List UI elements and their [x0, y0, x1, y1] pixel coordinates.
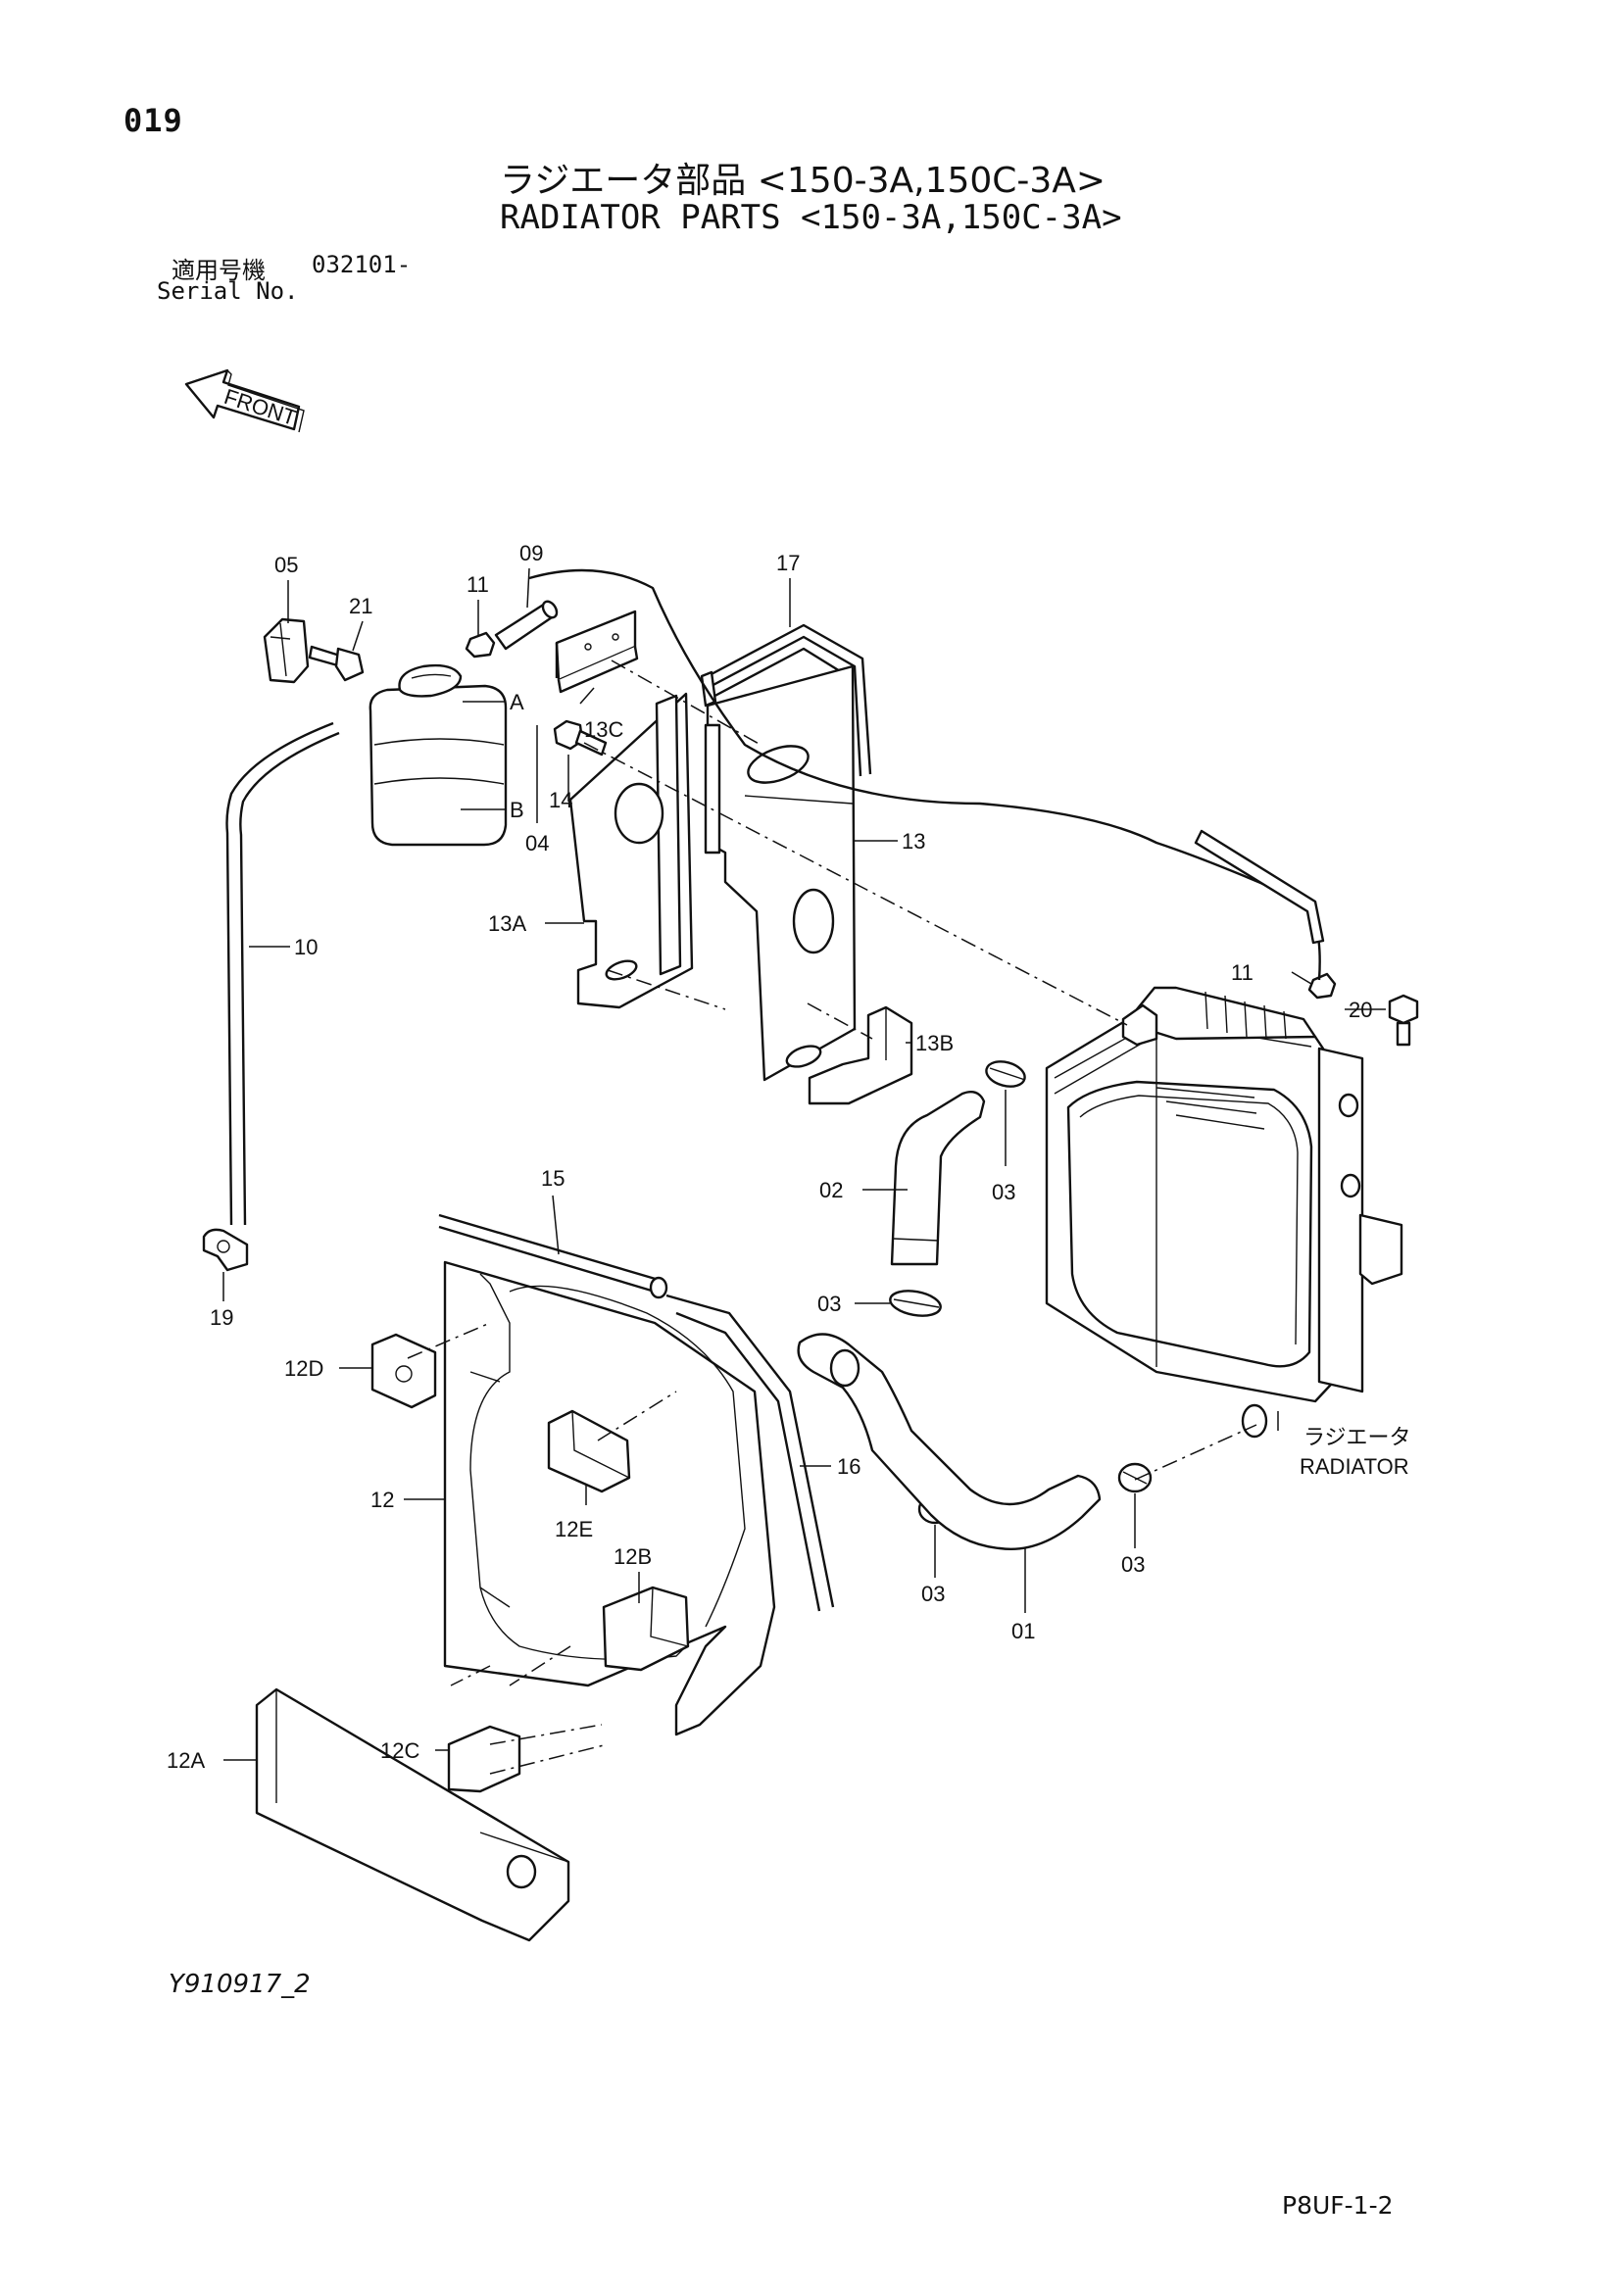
page-number: 019 — [123, 102, 183, 139]
bolt-14 — [553, 719, 608, 757]
plate-13A — [568, 692, 694, 1009]
callout-13B: 13B — [915, 1031, 954, 1055]
bracket-05 — [263, 617, 310, 684]
callout-17: 17 — [776, 551, 800, 575]
callout-labels: 05 21 11 09 17 A 13C B 14 04 10 13 13A 1… — [167, 541, 1411, 1773]
callout-09: 09 — [519, 541, 543, 565]
assembly-lines — [407, 659, 1257, 1775]
bolt-21 — [308, 645, 365, 682]
callout-12D: 12D — [284, 1356, 323, 1381]
callout-11-lower: 11 — [1231, 960, 1253, 985]
hose-02 — [890, 1091, 986, 1266]
nut-11-upper — [465, 631, 496, 659]
callout-05: 05 — [274, 553, 298, 577]
pad-12D — [370, 1333, 437, 1409]
clamp-19 — [202, 1228, 249, 1272]
callout-03-middle: 03 — [817, 1292, 841, 1316]
callout-19: 19 — [210, 1305, 233, 1330]
callout-A: A — [510, 690, 524, 714]
serial-label-english: Serial No. — [157, 277, 299, 305]
callout-03-lower-right: 03 — [1121, 1552, 1145, 1577]
clamp-03-middle — [889, 1290, 942, 1317]
shroud-12 — [443, 1260, 776, 1736]
callout-11-upper: 11 — [467, 572, 489, 597]
callout-02: 02 — [819, 1178, 843, 1202]
figure-code: Y910917_2 — [169, 1970, 311, 1999]
seal-15 — [438, 1213, 668, 1299]
callout-10: 10 — [294, 935, 318, 959]
callout-21: 21 — [349, 594, 372, 618]
callout-12E: 12E — [555, 1517, 593, 1541]
pad-13C — [555, 610, 639, 694]
hose-01 — [797, 1333, 1102, 1550]
callout-B: B — [510, 798, 524, 822]
pad-12E — [547, 1409, 631, 1493]
nut-11-lower — [1307, 972, 1337, 1000]
pad-13B — [808, 1005, 913, 1105]
callout-13: 13 — [902, 829, 925, 854]
pipe-09 — [494, 600, 559, 651]
clamp-03-lower-right — [1117, 1462, 1153, 1493]
callout-12: 12 — [370, 1488, 394, 1512]
callout-15: 15 — [541, 1166, 565, 1191]
page-reference: P8UF-1-2 — [1282, 2191, 1394, 2220]
callout-03-lower-left: 03 — [921, 1582, 945, 1606]
front-arrow-icon: FRONT — [184, 368, 305, 433]
seal-17 — [700, 623, 872, 779]
serial-label-japanese: 適用号機 — [172, 257, 266, 284]
callout-01: 01 — [1011, 1619, 1035, 1643]
callout-12C: 12C — [380, 1738, 419, 1763]
leader-lines — [222, 567, 1386, 1761]
plate-13 — [704, 664, 857, 1082]
clamp-03-upper — [985, 1060, 1026, 1088]
title-english: RADIATOR PARTS <150-3A,150C-3A> — [500, 198, 1122, 237]
pad-12C — [447, 1725, 521, 1793]
callout-13A: 13A — [488, 911, 526, 936]
callout-04: 04 — [525, 831, 549, 855]
callout-13C: 13C — [584, 717, 623, 742]
bolt-20 — [1388, 994, 1419, 1047]
reserve-tank-04 — [369, 663, 508, 847]
title-japanese: ラジエータ部品 <150-3A,150C-3A> — [500, 161, 1106, 201]
callout-12B: 12B — [614, 1544, 652, 1569]
radiator — [1045, 986, 1403, 1439]
serial-code: 032101- — [312, 251, 412, 278]
callout-16: 16 — [837, 1454, 860, 1479]
callout-20: 20 — [1349, 998, 1372, 1022]
hose-10 — [225, 721, 340, 1226]
pad-12B — [602, 1586, 690, 1672]
callout-03-upper: 03 — [992, 1180, 1015, 1204]
cover-12A — [255, 1687, 570, 1942]
radiator-label-jp: ラジエータ — [1303, 1425, 1411, 1449]
radiator-label-en: RADIATOR — [1300, 1454, 1409, 1479]
seal-16 — [665, 1294, 835, 1612]
front-label: FRONT — [221, 384, 300, 430]
callout-12A: 12A — [167, 1748, 205, 1773]
callout-14: 14 — [549, 788, 572, 812]
overflow-hose-end — [1194, 829, 1325, 945]
